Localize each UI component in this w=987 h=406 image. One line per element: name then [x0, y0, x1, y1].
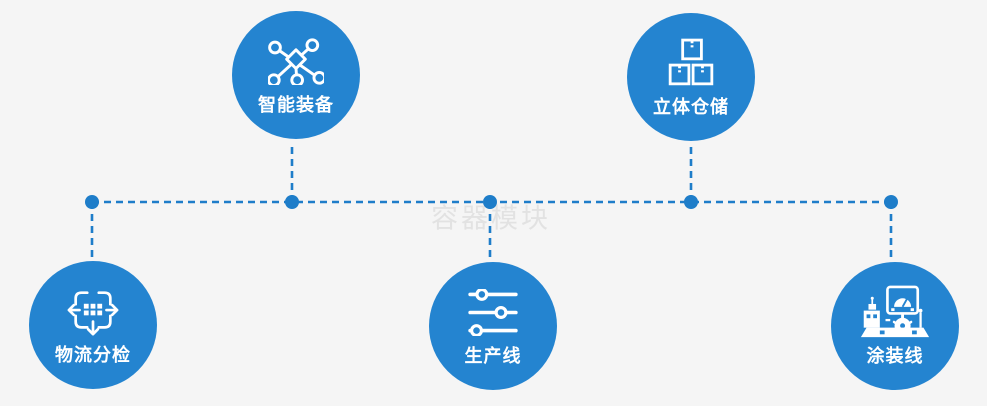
module-label: 涂装线 — [866, 346, 924, 367]
module-label: 立体仓储 — [653, 97, 729, 118]
module-label: 生产线 — [464, 346, 522, 367]
machine-console-icon — [859, 285, 931, 338]
module-node-painting-line[interactable]: 涂装线 — [831, 262, 959, 390]
module-node-logistics-sorting[interactable]: 物流分检 — [29, 261, 157, 389]
junction-dot — [285, 195, 299, 209]
module-label: 智能装备 — [258, 95, 334, 116]
stacked-boxes-icon — [668, 37, 714, 89]
junction-dot — [884, 195, 898, 209]
junction-dot — [483, 195, 497, 209]
sliders-icon — [468, 286, 518, 338]
module-label: 物流分检 — [55, 345, 131, 366]
junction-dot — [85, 195, 99, 209]
junction-dot — [684, 195, 698, 209]
module-node-smart-equipment[interactable]: 智能装备 — [232, 11, 360, 139]
move-arrows-icon — [66, 285, 120, 337]
module-node-production-line[interactable]: 生产线 — [429, 262, 557, 390]
network-nodes-icon — [268, 35, 324, 87]
module-node-warehouse[interactable]: 立体仓储 — [627, 13, 755, 141]
